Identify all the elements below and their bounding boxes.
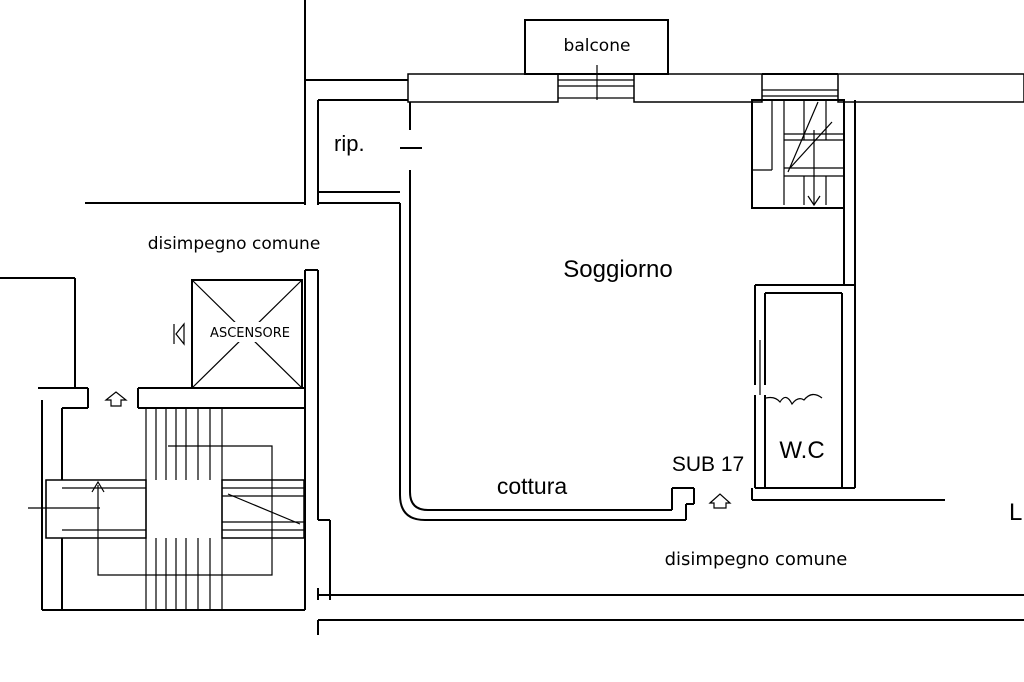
disimpegno-top-label: disimpegno comune	[148, 234, 321, 254]
disimpegno-bottom-label: disimpegno comune	[665, 549, 848, 570]
edge-letter: L	[1009, 499, 1022, 526]
ascensore-label: ASCENSORE	[210, 326, 290, 341]
elevator-door-icon	[175, 322, 185, 346]
balcony: balcone	[524, 19, 669, 75]
common-stairwell	[0, 277, 306, 611]
wc: W.C	[754, 284, 855, 489]
wc-label: W.C	[779, 437, 824, 464]
exterior-walls	[85, 0, 1024, 205]
wall-segment-right	[633, 73, 763, 103]
internal-staircase	[751, 99, 845, 209]
ripostiglio: rip.	[318, 102, 422, 193]
elevator: ASCENSORE	[173, 269, 319, 390]
corridor-walls: SUB 17 cottura disimpegno comune L	[317, 283, 1024, 635]
stair-arrow-icon	[807, 195, 821, 207]
soggiorno-walls: Soggiorno	[318, 100, 856, 521]
wall-segment-left	[407, 73, 559, 103]
shower-icon	[765, 393, 823, 406]
balcone-label: balcone	[564, 36, 631, 56]
rip-label: rip.	[334, 131, 365, 156]
entrance-arrow-icon	[708, 493, 732, 509]
sub-label: SUB 17	[672, 453, 744, 476]
stair-up-arrow-icon	[104, 391, 128, 407]
cottura-label: cottura	[497, 473, 568, 499]
soggiorno-label: Soggiorno	[563, 256, 672, 283]
wall-segment-topright	[837, 73, 1024, 103]
